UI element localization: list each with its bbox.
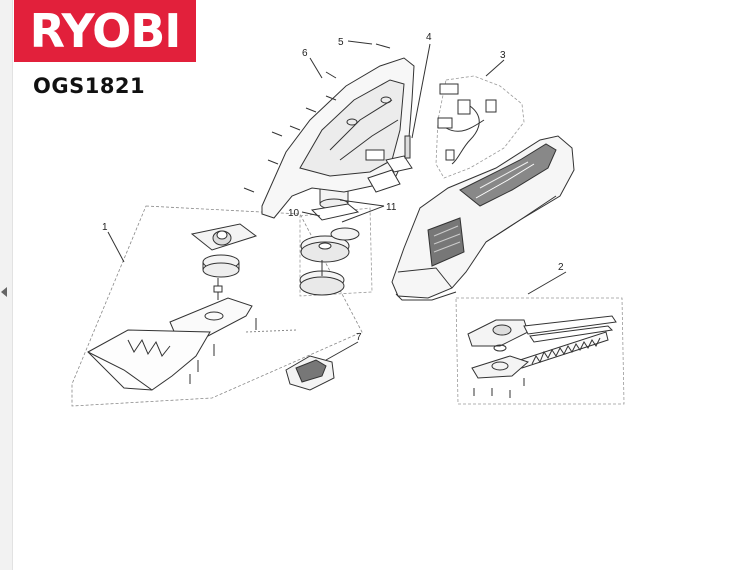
screw-5 [375,43,391,49]
leader-7 [325,341,359,361]
screw [325,71,337,79]
vent-grille [427,217,465,267]
pin-4 [404,135,411,159]
callout-3: 3 [500,50,506,61]
wiring-assembly [435,59,525,179]
blade-carrier [169,297,253,337]
leader-6 [309,57,323,79]
callout-5: 5 [338,37,344,48]
callout-7: 7 [356,332,362,343]
callout-10: 10 [288,208,300,219]
model-number: OGS1821 [33,74,146,98]
page-gutter [0,0,13,570]
blade-assembly-outline [71,205,363,407]
hedge-bar [523,315,617,335]
leader-1 [107,231,125,263]
page-left-arrow-icon[interactable] [1,287,7,297]
blade-assembly-group [71,205,363,407]
wiring-outline [435,75,525,179]
hedge-outline [455,297,625,405]
leader-10 [301,211,321,217]
leader-11a [339,199,385,207]
grip-top [459,143,557,207]
switch-part [367,169,401,193]
callout-6: 6 [302,48,308,59]
hedge-blade-assembly [455,271,625,405]
housing-half [243,57,415,219]
part-7 [285,341,359,391]
leader-3 [485,59,505,77]
callout-11: 11 [386,202,397,213]
callout-2: 2 [558,262,564,273]
shear-blade [87,329,211,391]
leader-2 [527,271,567,295]
motor-mount [310,203,360,221]
tool-housing [391,135,575,301]
logo-text: RYOBI [29,4,182,58]
callout-4: 4 [426,32,432,43]
leader-5 [347,40,373,45]
wire [451,105,480,165]
ryobi-logo: RYOBI [14,0,196,62]
callout-1: 1 [102,222,108,233]
leader-11b [341,205,385,223]
leader-4 [411,43,431,139]
battery-terminal [439,83,459,95]
